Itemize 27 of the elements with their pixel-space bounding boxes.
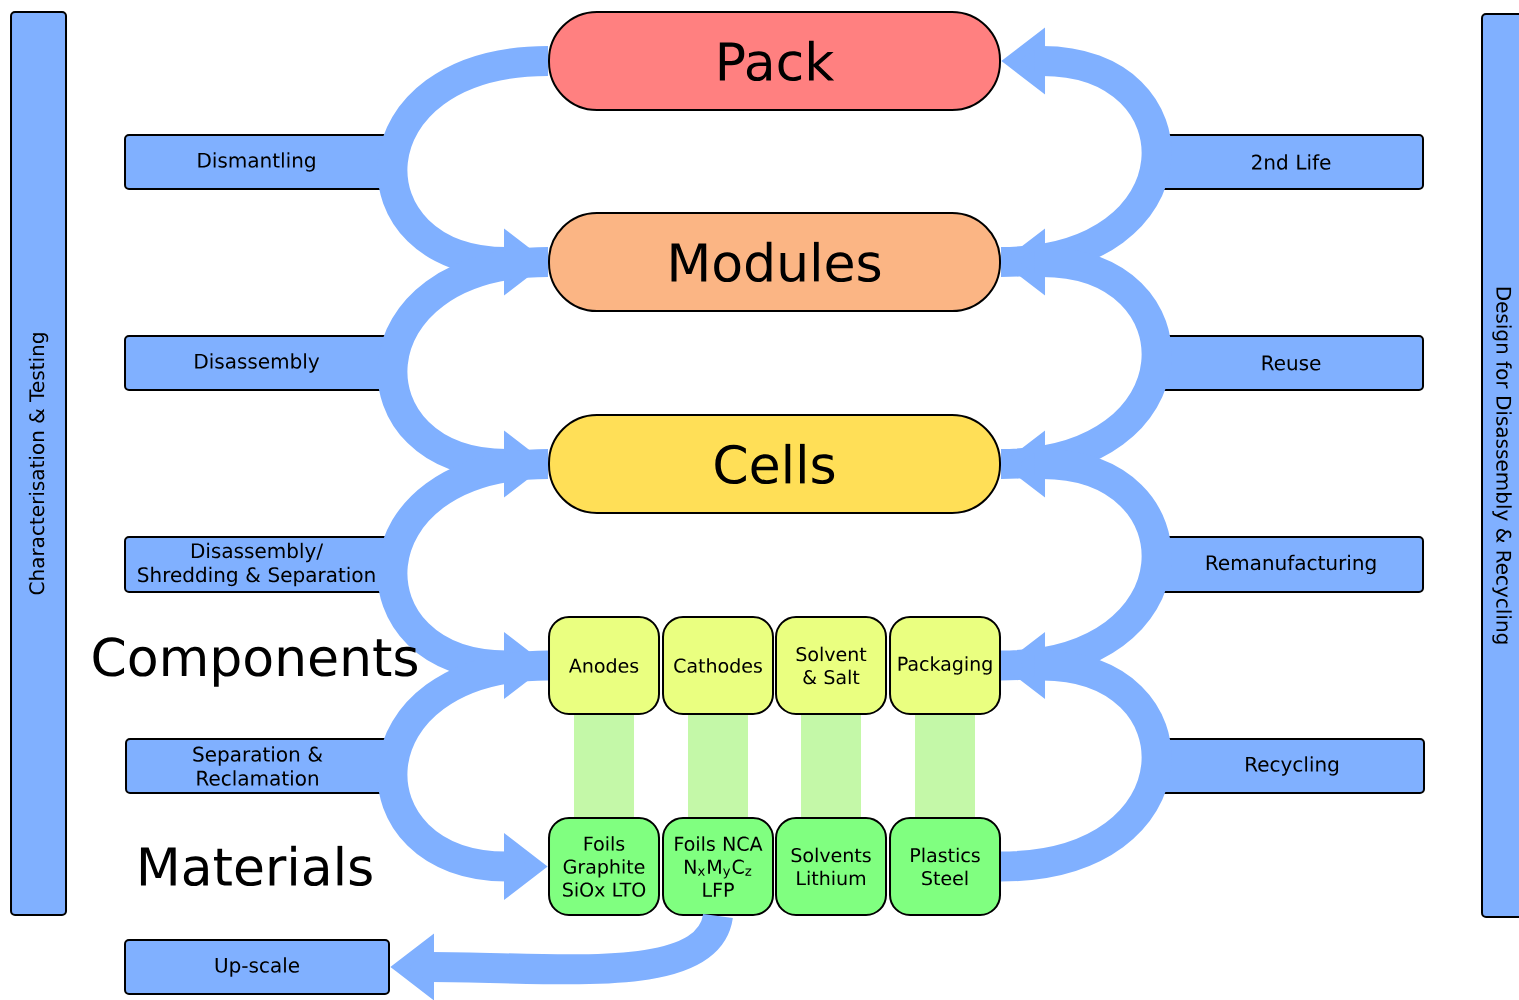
row-label: Materials	[140, 845, 372, 887]
material-box: Foils NCA N$_{x}$M$_{y}$C$_{z}$ LFP	[662, 817, 774, 916]
component-box: Cathodes	[662, 616, 774, 715]
process-box: Dismantling	[124, 134, 389, 190]
stage-box: Cells	[548, 414, 1001, 514]
process-box: Disassembly/ Shredding & Separation	[124, 536, 389, 593]
component-box: Anodes	[548, 616, 660, 715]
side-bar: Characterisation & Testing	[10, 11, 67, 916]
process-box: Recycling	[1159, 738, 1425, 794]
process-box: Reuse	[1158, 335, 1424, 391]
material-box: Plastics Steel	[889, 817, 1001, 916]
process-box: 2nd Life	[1158, 134, 1424, 190]
connector-band	[915, 715, 975, 817]
component-box: Packaging	[889, 616, 1001, 715]
stage-box: Modules	[548, 212, 1001, 312]
stage-box: Pack	[548, 11, 1001, 111]
row-label: Components	[93, 637, 417, 687]
material-box: Solvents Lithium	[775, 817, 887, 916]
connector-band	[801, 715, 861, 817]
process-box: Separation & Reclamation	[125, 738, 390, 794]
component-box: Solvent & Salt	[775, 616, 887, 715]
process-box: Disassembly	[124, 335, 389, 391]
side-bar: Design for Disassembly & Recycling	[1481, 13, 1519, 918]
process-box: Up-scale	[124, 939, 390, 995]
connector-band	[688, 715, 748, 817]
process-box: Remanufacturing	[1158, 536, 1424, 593]
material-box: Foils Graphite SiOx LTO	[548, 817, 660, 916]
